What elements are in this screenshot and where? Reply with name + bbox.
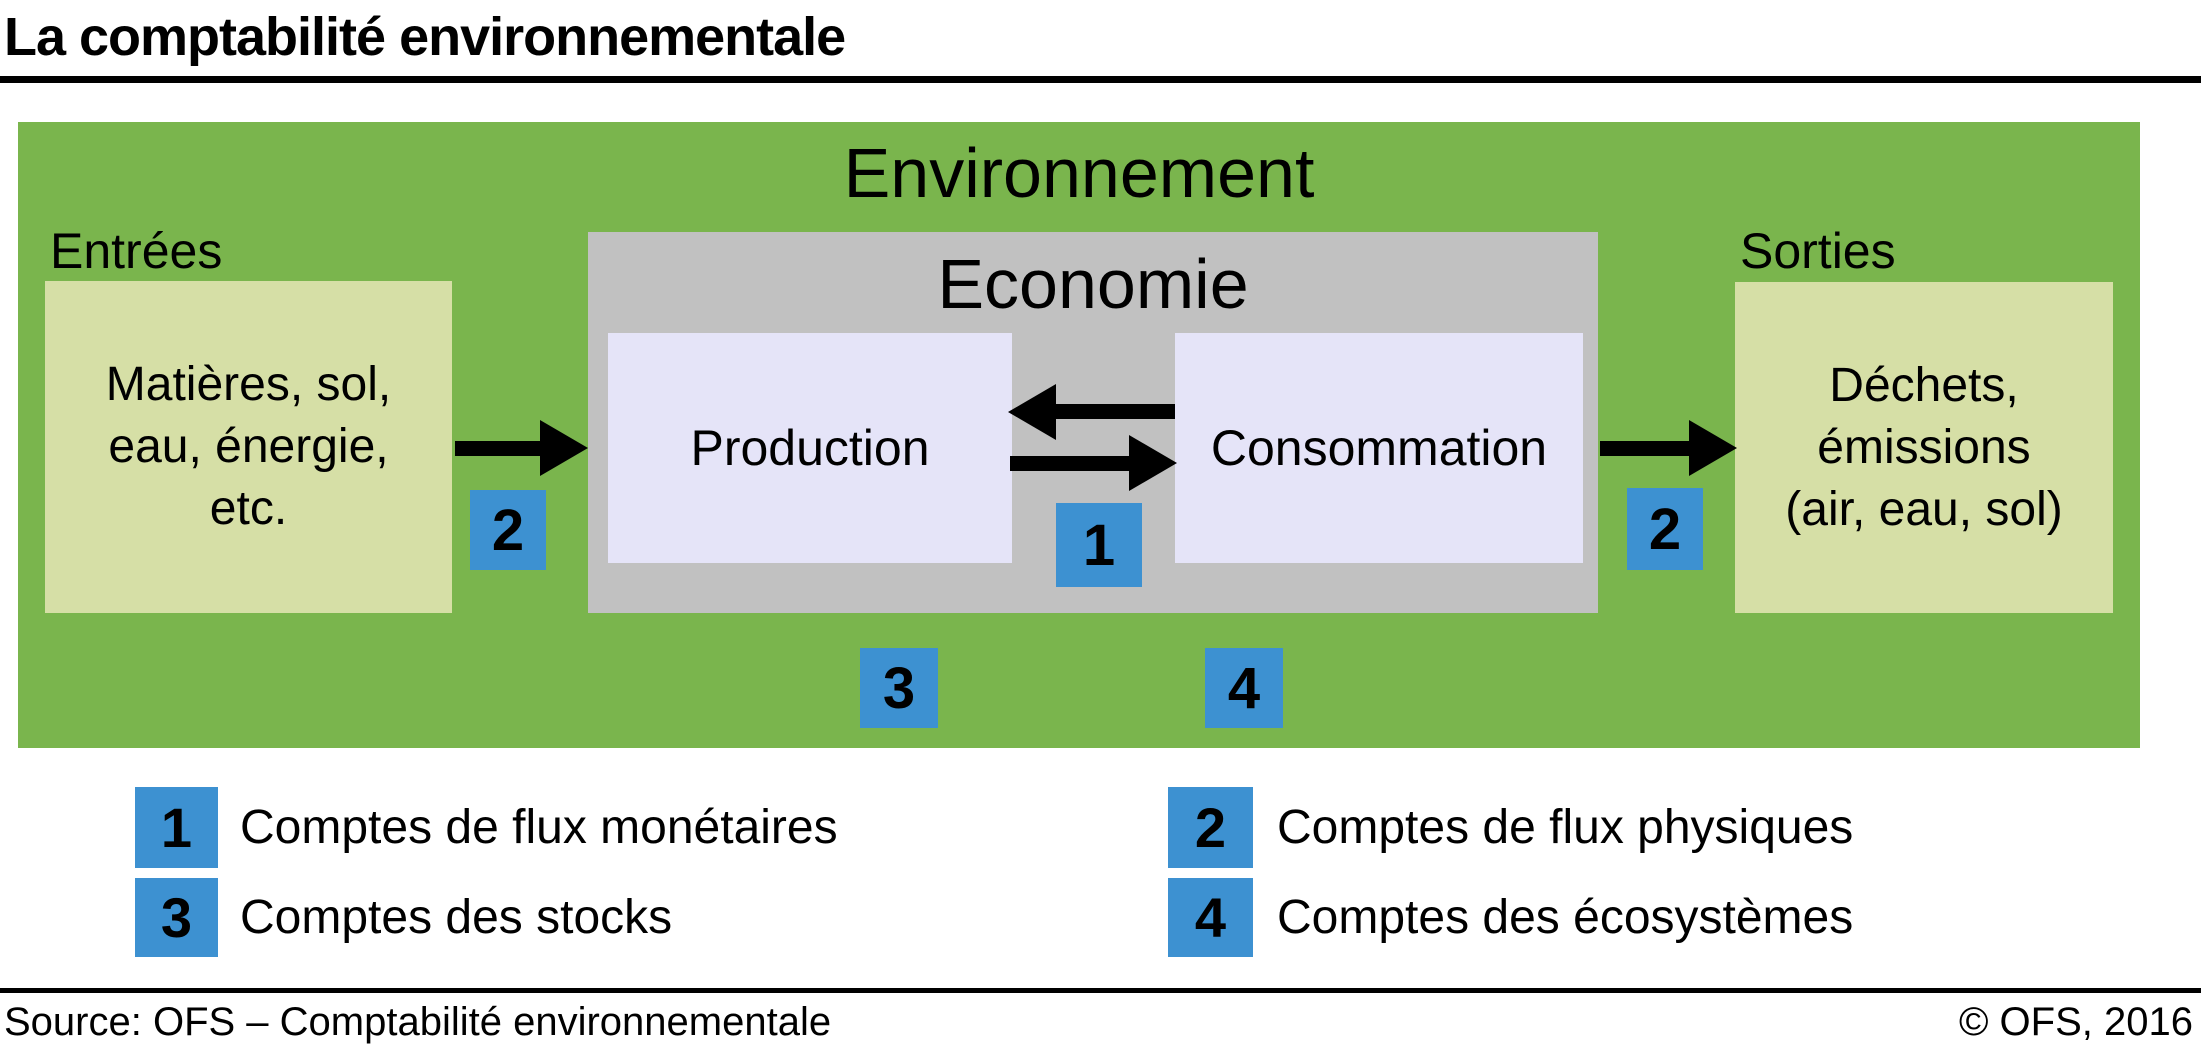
arrow-shaft: [455, 440, 540, 456]
legend-label-stocks: Comptes des stocks: [240, 891, 673, 944]
copyright-note: © OFS, 2016: [1958, 1000, 2193, 1044]
arrow-left-icon: [1008, 383, 1175, 440]
footer-divider: [0, 988, 2201, 993]
title-divider: [0, 76, 2201, 83]
legend-number-2: 2: [1168, 787, 1253, 868]
source-note: Source: OFS – Comptabilité environnement…: [4, 1000, 832, 1044]
badge-ecosystems: 4: [1205, 648, 1283, 728]
arrow-head: [1129, 435, 1177, 491]
outputs-label: Sorties: [1740, 223, 1896, 279]
production-box: Production: [608, 333, 1012, 563]
badge-physical-flows-out: 2: [1627, 488, 1703, 570]
legend-label-ecosystems: Comptes des écosystèmes: [1277, 891, 1854, 944]
legend-label-physical-flows: Comptes de flux physiques: [1277, 801, 1854, 854]
economy-label: Economie: [937, 245, 1249, 323]
legend-number-3: 3: [135, 878, 218, 957]
legend-number-4: 4: [1168, 878, 1253, 957]
legend-label-monetary-flows: Comptes de flux monétaires: [240, 801, 838, 854]
consumption-box: Consommation: [1175, 333, 1583, 563]
inputs-box: Matières, sol, eau, énergie, etc.: [45, 281, 452, 613]
arrow-right-icon: [1600, 420, 1737, 476]
arrow-right-icon: [1010, 435, 1177, 491]
arrow-head: [1689, 420, 1737, 476]
badge-stocks: 3: [860, 648, 938, 728]
page-title: La comptabilité environnementale: [4, 7, 846, 67]
arrow-head: [1008, 383, 1056, 440]
environment-label: Environnement: [843, 134, 1315, 212]
outputs-box: Déchets, émissions (air, eau, sol): [1735, 282, 2113, 613]
arrow-right-icon: [455, 420, 588, 476]
badge-physical-flows-in: 2: [470, 490, 546, 570]
legend-number-1: 1: [135, 787, 218, 868]
arrow-head: [540, 420, 588, 476]
badge-monetary-flows: 1: [1056, 503, 1142, 587]
arrow-shaft: [1056, 404, 1175, 419]
inputs-label: Entrées: [50, 223, 223, 279]
arrow-shaft: [1010, 455, 1129, 471]
arrow-shaft: [1600, 440, 1689, 456]
